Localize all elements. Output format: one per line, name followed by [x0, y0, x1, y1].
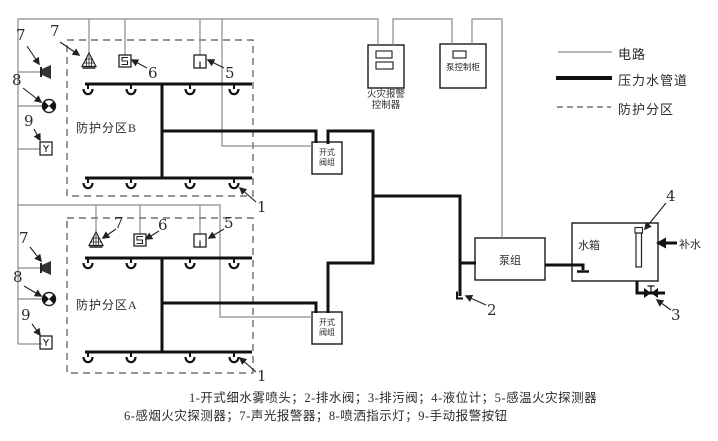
- callout-3-blowoff: 3: [671, 306, 681, 324]
- manual-call-point-icon: [39, 335, 53, 350]
- valve-group-a-label: 开式 阀组: [312, 318, 342, 338]
- callout-6-zone-b: 6: [148, 64, 158, 82]
- callout-7-wall-a: 7: [19, 229, 29, 247]
- pump-control-cabinet-label: 泵控制柜: [445, 62, 480, 72]
- zone-a-dashed-boundary: [66, 217, 254, 374]
- callout-9-wall-b: 9: [24, 112, 34, 130]
- horn-alarm-icon: [40, 65, 51, 79]
- valve-group-b-label: 开式 阀组: [312, 148, 342, 168]
- manual-call-point-icon: [39, 141, 53, 156]
- smoke-detector-icon: [118, 54, 132, 68]
- pump-group-label: 泵组: [499, 255, 521, 267]
- sound-light-alarm-icon: [81, 51, 97, 69]
- callout-7-zone-b: 7: [50, 22, 60, 40]
- fire-alarm-controller-label: 火灾报警 控制器: [360, 90, 412, 112]
- valve-group-b-label-line2: 阀组: [319, 158, 335, 167]
- sprinkler-heads: [82, 84, 240, 364]
- valve-group-a-box: [311, 311, 343, 345]
- spray-indicator-lamp-icon: [41, 291, 57, 307]
- fire-alarm-controller-label-line2: 控制器: [371, 101, 401, 111]
- spray-indicator-lamp-icon: [41, 98, 57, 114]
- callout-7-wall-b: 7: [16, 26, 26, 44]
- valve-group-b-label-line1: 开式: [319, 148, 335, 157]
- zone-a-label: 防护分区A: [76, 298, 138, 312]
- pump-suction-pipe: [545, 263, 585, 270]
- zone-a-branch: [162, 301, 318, 313]
- callout-9-wall-a: 9: [21, 306, 31, 324]
- makeup-water-arrow: [656, 237, 666, 249]
- equipment-boxes: [311, 43, 659, 345]
- callout-7-zone-a: 7: [114, 214, 124, 232]
- callout-6-zone-a: 6: [158, 216, 168, 234]
- makeup-water-label: 补水: [679, 239, 701, 251]
- legend-samples: [556, 51, 612, 108]
- zone-b-branch: [162, 129, 318, 143]
- blowoff-valve-icon: [644, 285, 658, 298]
- drain-valve-icon: [456, 291, 463, 300]
- smoke-detector-icon: [133, 233, 147, 247]
- pump-group-box: [474, 237, 546, 281]
- callout-8-wall-a: 8: [13, 268, 23, 286]
- sound-light-alarm-icon: [88, 230, 104, 248]
- heat-detector-icon: [193, 54, 207, 69]
- caption-line-1: 1-开式细水雾喷头；2-排水阀；3-排污阀；4-液位计；5-感温火灾探测器: [189, 391, 598, 405]
- fire-alarm-controller-label-line1: 火灾报警: [366, 90, 405, 100]
- callout-2-drain: 2: [487, 301, 497, 319]
- caption-line-2: 6-感烟火灾探测器；7-声光报警器；8-喷洒指示灯；9-手动报警按钮: [124, 409, 508, 423]
- horn-alarm-icon: [40, 261, 51, 275]
- callout-8-wall-b: 8: [12, 71, 22, 89]
- callout-5-zone-b: 5: [225, 64, 235, 82]
- legend-item-pipe: 压力水管道: [618, 73, 689, 88]
- pump-feed-line: [373, 194, 462, 296]
- zone-a-pipe-grid: [85, 256, 252, 354]
- callout-5-zone-a: 5: [224, 214, 234, 232]
- zone-b-label: 防护分区B: [76, 121, 138, 135]
- electric-lines: [17, 18, 503, 345]
- callout-1-zone-a: 1: [257, 367, 267, 385]
- legend-item-zone: 防护分区: [618, 102, 675, 117]
- water-pipes: [85, 82, 677, 354]
- callout-1-zone-b: 1: [257, 198, 267, 216]
- water-tank-label: 水箱: [578, 240, 600, 252]
- heat-detector-icon: [193, 233, 207, 248]
- valve-group-a-label-line2: 阀组: [319, 328, 335, 337]
- legend-item-electric: 电路: [618, 47, 647, 62]
- callout-4-gauge: 4: [666, 187, 676, 205]
- valve-group-a-label-line1: 开式: [319, 318, 335, 327]
- zone-b-dashed-boundary: [66, 39, 254, 197]
- callout-arrows: [22, 41, 672, 373]
- level-gauge-icon: [634, 226, 644, 268]
